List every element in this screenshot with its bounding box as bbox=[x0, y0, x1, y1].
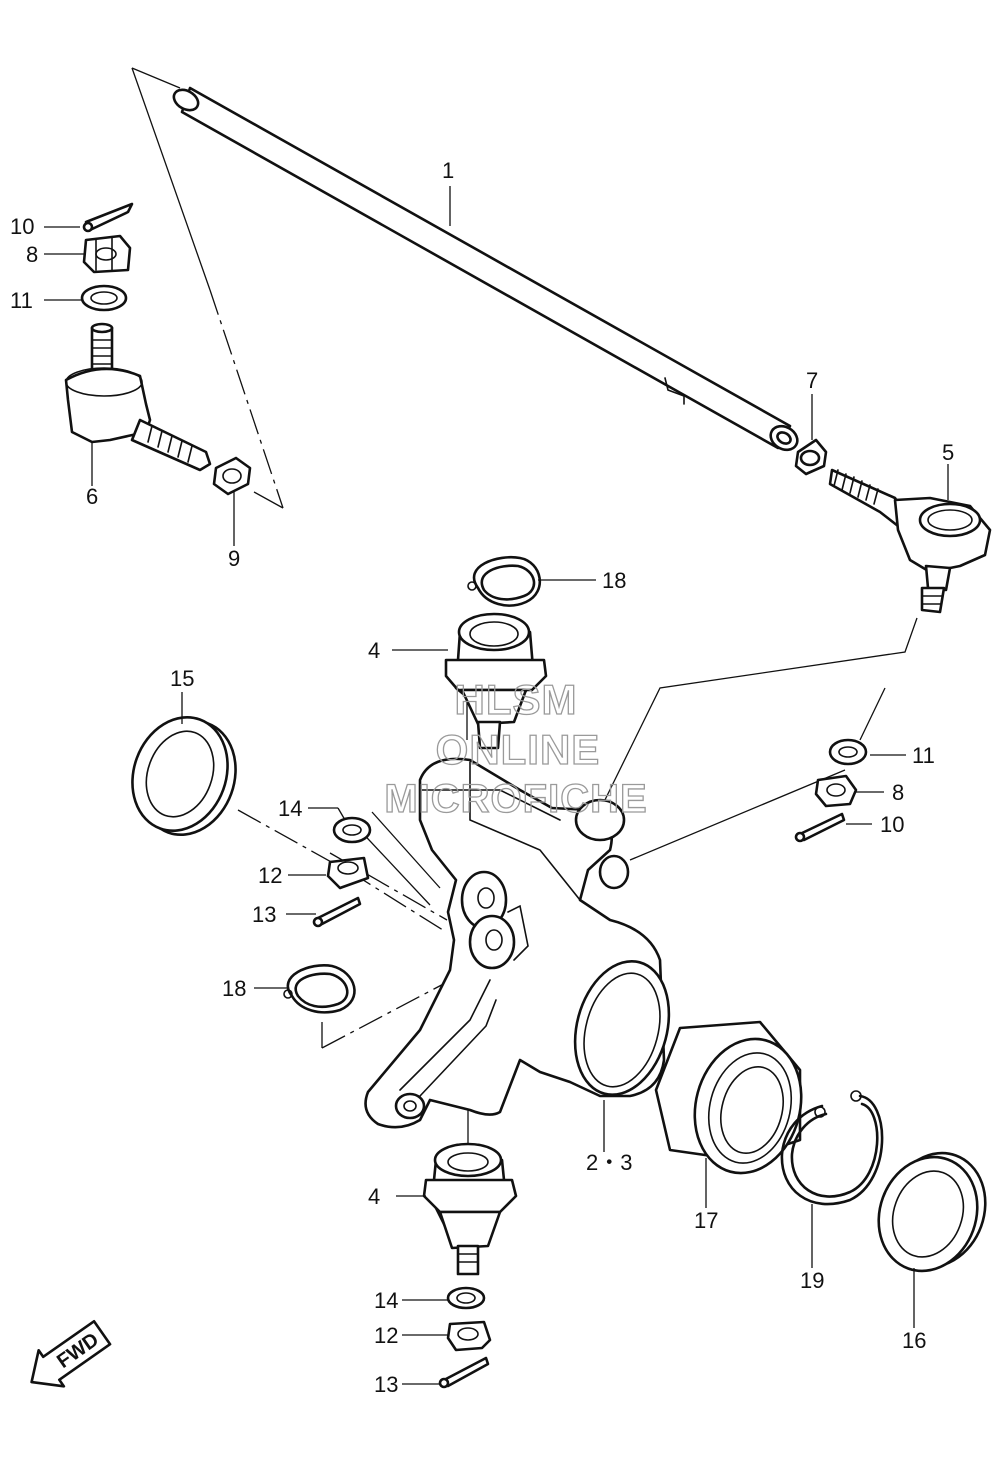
watermark-line-1: HLSM bbox=[455, 676, 578, 723]
callout-12-mid: 12 bbox=[258, 863, 282, 888]
callout-8-right: 8 bbox=[892, 780, 904, 805]
cotter-pin-bottom bbox=[438, 1356, 490, 1389]
callout-7: 7 bbox=[806, 368, 818, 393]
tie-rod-end-right bbox=[828, 468, 992, 614]
callout-2-3: 2・3 bbox=[586, 1150, 632, 1175]
arrow-left-down-icon bbox=[30, 1319, 112, 1388]
callout-19: 19 bbox=[800, 1268, 824, 1293]
washer-right bbox=[828, 738, 868, 766]
ball-joint-bottom bbox=[422, 1142, 518, 1276]
watermark: HLSM ONLINE MICROFICHE bbox=[384, 675, 648, 821]
oil-seal-right bbox=[877, 1151, 987, 1273]
callout-17: 17 bbox=[694, 1208, 718, 1233]
callout-12-bottom: 12 bbox=[374, 1323, 398, 1348]
callout-11-right: 11 bbox=[912, 743, 935, 768]
leader-lines bbox=[44, 186, 949, 1385]
tie-rod-end-left bbox=[64, 322, 212, 472]
watermark-line-3: MICROFICHE bbox=[384, 777, 647, 821]
nut-left-9 bbox=[212, 456, 252, 496]
circlip-mid bbox=[283, 964, 356, 1014]
wheel-bearing bbox=[654, 1020, 803, 1175]
callout-6: 6 bbox=[86, 484, 98, 509]
lock-nut bbox=[794, 438, 828, 476]
watermark-line-2: ONLINE bbox=[436, 726, 601, 773]
castle-nut-mid bbox=[326, 856, 370, 890]
callout-4-bottom: 4 bbox=[368, 1184, 380, 1209]
steering-knuckle bbox=[364, 757, 671, 1129]
callout-16: 16 bbox=[902, 1328, 926, 1353]
callout-1: 1 bbox=[442, 158, 454, 183]
circlip-top bbox=[467, 555, 542, 607]
callout-14-bottom: 14 bbox=[374, 1288, 398, 1313]
callout-13-bottom: 13 bbox=[374, 1372, 398, 1397]
ball-joint-top bbox=[444, 612, 548, 750]
callout-18-top: 18 bbox=[602, 568, 626, 593]
cotter-pin-left bbox=[82, 202, 134, 233]
callout-10-right: 10 bbox=[880, 812, 904, 837]
fwd-direction-badge: FWD bbox=[30, 1319, 112, 1388]
washer-bottom bbox=[446, 1286, 486, 1310]
callout-labels: 1 10 8 11 6 9 7 5 18 4 15 11 8 10 14 12 … bbox=[10, 158, 954, 1397]
callout-9: 9 bbox=[228, 546, 240, 571]
callout-18-mid: 18 bbox=[222, 976, 246, 1001]
castle-nut-right bbox=[814, 774, 858, 808]
castle-nut-left bbox=[82, 234, 132, 274]
oil-seal-left bbox=[131, 715, 237, 837]
washer-mid bbox=[332, 816, 372, 844]
callout-8-left: 8 bbox=[26, 242, 38, 267]
callout-5: 5 bbox=[942, 440, 954, 465]
snap-ring bbox=[780, 1090, 884, 1206]
callout-13-mid: 13 bbox=[252, 902, 276, 927]
callout-14-mid: 14 bbox=[278, 796, 302, 821]
callout-10-left: 10 bbox=[10, 214, 34, 239]
cotter-pin-mid bbox=[312, 896, 362, 928]
castle-nut-bottom bbox=[446, 1320, 492, 1352]
callout-15: 15 bbox=[170, 666, 194, 691]
washer-left bbox=[80, 284, 128, 312]
cotter-pin-right bbox=[794, 812, 846, 843]
tie-rod bbox=[172, 86, 799, 452]
callout-4-top: 4 bbox=[368, 638, 380, 663]
callout-11-left: 11 bbox=[10, 288, 33, 313]
